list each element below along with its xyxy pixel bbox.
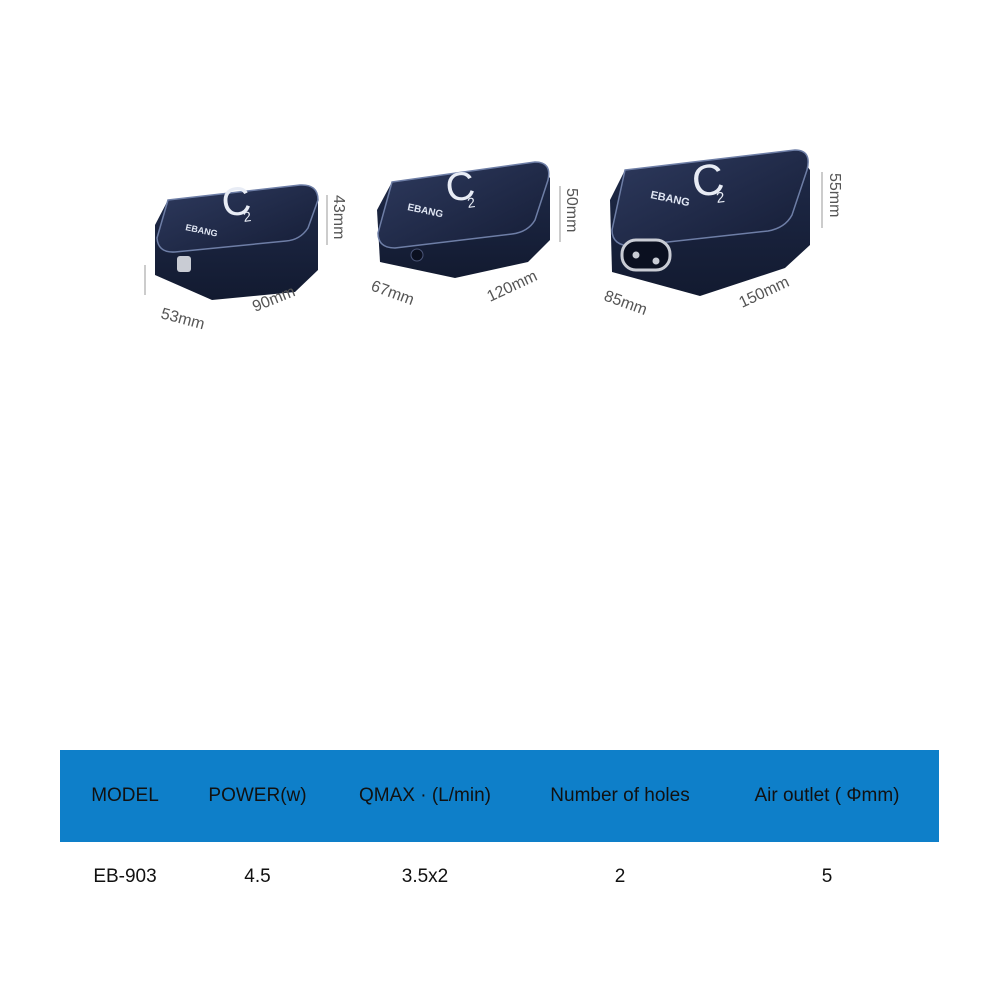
o2-logo-sub: 2: [466, 194, 476, 211]
cell-holes: 2: [614, 866, 626, 887]
air-outlet-icon: [177, 256, 191, 272]
cell-air-outlet: 5: [821, 866, 833, 887]
dimension-depth-2: 67mm: [369, 278, 417, 309]
spec-table: MODEL POWER(w) QMAX · (L/min) Number of …: [60, 750, 939, 912]
o2-logo-sub: 2: [715, 189, 726, 207]
table-row: EB-903 4.5 3.5x2 2 5: [60, 842, 939, 912]
header-air-outlet: Air outlet ( Φmm): [754, 785, 900, 806]
air-pump-small: C 2 EBANG: [144, 178, 319, 300]
product-illustrations: C 2 EBANG 53mm 90mm 43mm C 2 EBANG 67mm …: [144, 149, 843, 333]
dual-outlet-icon: [620, 238, 672, 272]
cell-model: EB-903: [93, 866, 157, 887]
dimension-width-2: 120mm: [485, 268, 541, 306]
product-images: C 2 EBANG 53mm 90mm 43mm C 2 EBANG 67mm …: [0, 0, 1000, 360]
air-outlet-icon: [410, 248, 424, 262]
header-model: MODEL: [91, 785, 159, 806]
o2-logo-sub: 2: [242, 208, 252, 225]
header-qmax: QMAX · (L/min): [359, 785, 491, 806]
cell-power: 4.5: [244, 866, 271, 887]
header-power: POWER(w): [208, 785, 307, 806]
dimension-height-1: 43mm: [330, 195, 347, 239]
header-holes: Number of holes: [550, 785, 690, 806]
cell-qmax: 3.5x2: [401, 866, 449, 887]
dimension-depth-1: 53mm: [159, 305, 206, 333]
air-pump-medium: C 2 EBANG: [377, 161, 550, 278]
dimension-depth-3: 85mm: [602, 288, 650, 319]
spec-table-header: MODEL POWER(w) QMAX · (L/min) Number of …: [60, 750, 939, 842]
o2-logo: C: [689, 154, 727, 207]
dimension-height-3: 55mm: [826, 173, 843, 217]
o2-logo: C: [443, 163, 478, 211]
dimension-height-2: 50mm: [563, 188, 580, 232]
o2-logo: C: [219, 178, 254, 226]
air-pump-large: C 2 EBANG: [610, 149, 810, 296]
